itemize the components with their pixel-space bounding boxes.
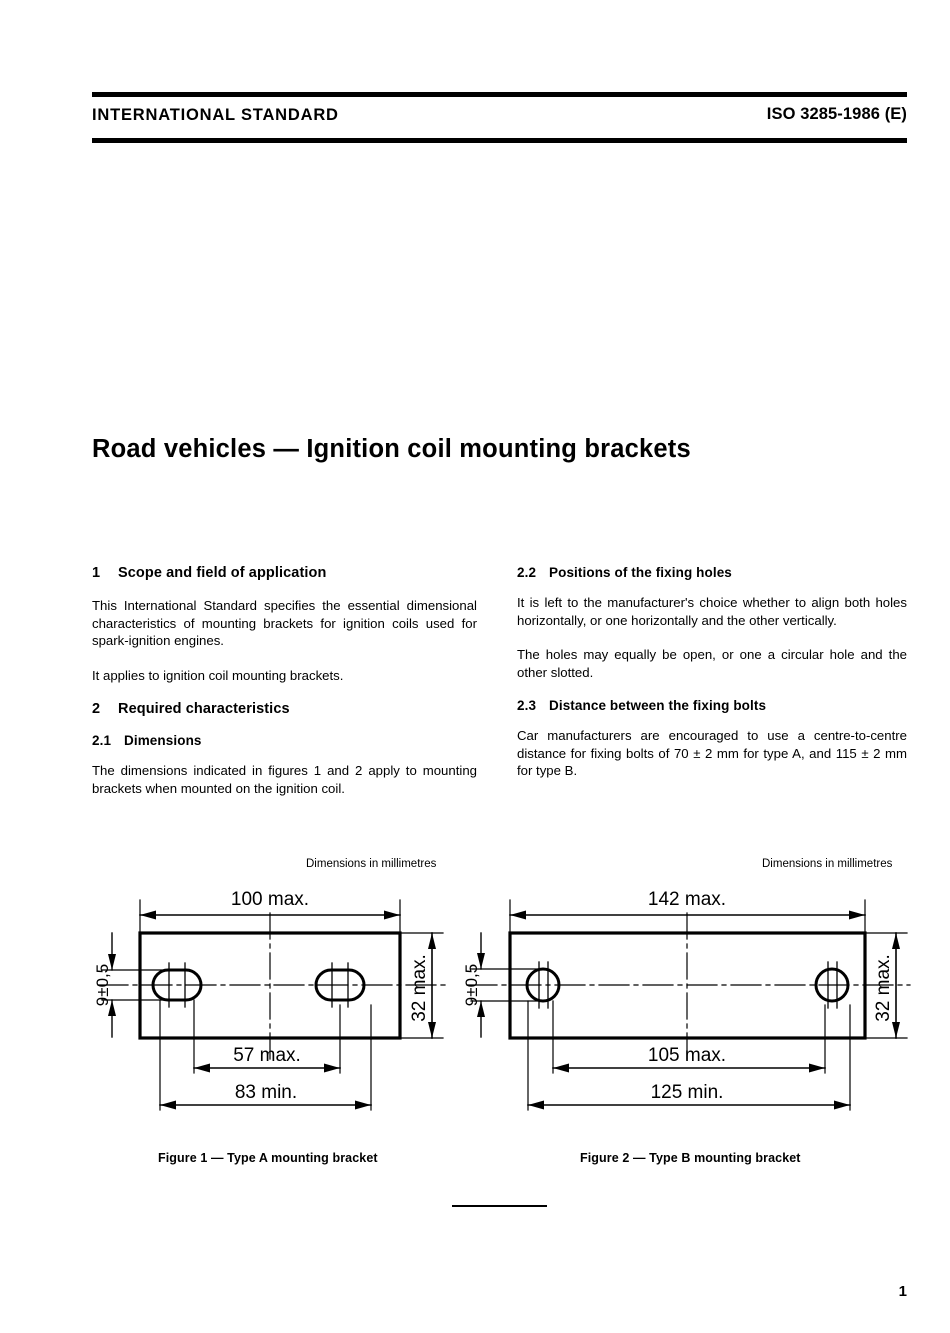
header-rule-top <box>92 92 907 97</box>
figure-1-units-note: Dimensions in millimetres <box>306 858 437 870</box>
section-title-2-1: Dimensions <box>124 733 202 748</box>
section-1-paragraph-2: It applies to ignition coil mounting bra… <box>92 667 344 683</box>
left-column: 1 Scope and field of application This Int… <box>92 565 477 797</box>
page-title: Road vehicles — Ignition coil mounting b… <box>92 435 691 464</box>
section-title-2-2: Positions of the fixing holes <box>549 565 732 580</box>
figure-1-dim-inner-span: 57 max. <box>233 1045 301 1066</box>
page-number: 1 <box>898 1283 907 1300</box>
section-heading-2: 2 Required characteristics <box>92 701 477 717</box>
section-heading-2-1: 2.1 Dimensions <box>92 733 477 748</box>
figure-2-caption: Figure 2 — Type B mounting bracket <box>580 1151 801 1165</box>
section-number-2-3: 2.3 <box>517 698 537 713</box>
figure-1-dim-outer-span: 83 min. <box>235 1082 297 1103</box>
figure-1-dim-overall-length: 100 max. <box>231 889 309 910</box>
figure-2-dim-overall-length: 142 max. <box>648 889 726 910</box>
figure-1-dim-edge-distance: 9±0,5 <box>93 964 112 1006</box>
section-title-2-3: Distance between the fixing bolts <box>549 698 767 713</box>
section-heading-2-2: 2.2 Positions of the fixing holes <box>517 565 907 580</box>
right-column: 2.2 Positions of the fixing holes It is l… <box>517 565 907 780</box>
figure-1: Dimensions in millimetres <box>88 855 458 1165</box>
section-number-2: 2 <box>92 701 101 717</box>
figure-2-drawing: 142 max. 9±0,5 32 max. 105 max. 125 min. <box>462 889 911 1111</box>
figure-2-dim-edge-distance: 9±0,5 <box>462 964 481 1006</box>
section-heading-2-3: 2.3 Distance between the fixing bolts <box>517 698 907 713</box>
figure-1-dim-height: 32 max. <box>409 954 430 1022</box>
header-rule-bottom <box>92 138 907 143</box>
section-2-2-paragraph-1: It is left to the manufacturer's choice … <box>517 595 907 628</box>
figure-2-units-note: Dimensions in millimetres <box>762 858 893 870</box>
section-number-1: 1 <box>92 565 101 581</box>
header-standard-label: INTERNATIONAL STANDARD <box>92 106 339 124</box>
section-2-1-paragraph-1: The dimensions indicated in figures 1 an… <box>92 763 477 796</box>
section-number-2-1: 2.1 <box>92 733 112 748</box>
figure-2-dim-outer-span: 125 min. <box>651 1082 724 1103</box>
footer-divider-rule <box>452 1205 547 1207</box>
figure-1-caption: Figure 1 — Type A mounting bracket <box>158 1151 378 1165</box>
figure-2: Dimensions in millimetres <box>455 855 920 1165</box>
section-title-1: Scope and field of application <box>118 565 327 581</box>
figure-2-dim-height: 32 max. <box>873 954 894 1022</box>
section-heading-1: 1 Scope and field of application <box>92 565 477 581</box>
section-title-2: Required characteristics <box>118 701 290 717</box>
section-number-2-2: 2.2 <box>517 565 537 580</box>
figure-1-drawing: 100 max. 9±0,5 32 max. 57 max. 83 min. <box>93 889 449 1111</box>
section-2-2-paragraph-2: The holes may equally be open, or one a … <box>517 647 907 680</box>
header-standard-number: ISO 3285-1986 (E) <box>766 105 907 123</box>
figure-2-dim-inner-span: 105 max. <box>648 1045 726 1066</box>
section-2-3-paragraph-1: Car manufacturers are encouraged to use … <box>517 728 907 778</box>
section-1-paragraph-1: This International Standard specifies th… <box>92 598 477 648</box>
